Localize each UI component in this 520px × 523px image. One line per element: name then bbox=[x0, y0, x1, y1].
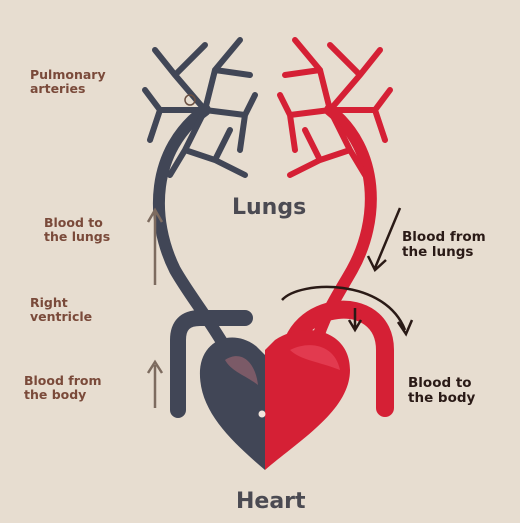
blood-to-body-label: Blood to the body bbox=[408, 376, 475, 406]
heart-title: Heart bbox=[236, 490, 306, 515]
blood-from-lungs-label: Blood from the lungs bbox=[402, 230, 486, 260]
pulmonary-arteries-label: Pulmonary arteries bbox=[30, 68, 106, 96]
heart bbox=[200, 330, 350, 470]
right-ventricle-label: Right ventricle bbox=[30, 296, 92, 324]
septal-dot bbox=[259, 411, 266, 418]
up-arrow-icon bbox=[148, 362, 162, 408]
blood-from-body-label: Blood from the body bbox=[24, 374, 102, 402]
blood-to-lungs-label: Blood to the lungs bbox=[44, 216, 110, 244]
deoxygenated-lung bbox=[145, 40, 255, 175]
lungs-label: Lungs bbox=[232, 196, 306, 221]
oxygenated-lung bbox=[280, 40, 390, 175]
